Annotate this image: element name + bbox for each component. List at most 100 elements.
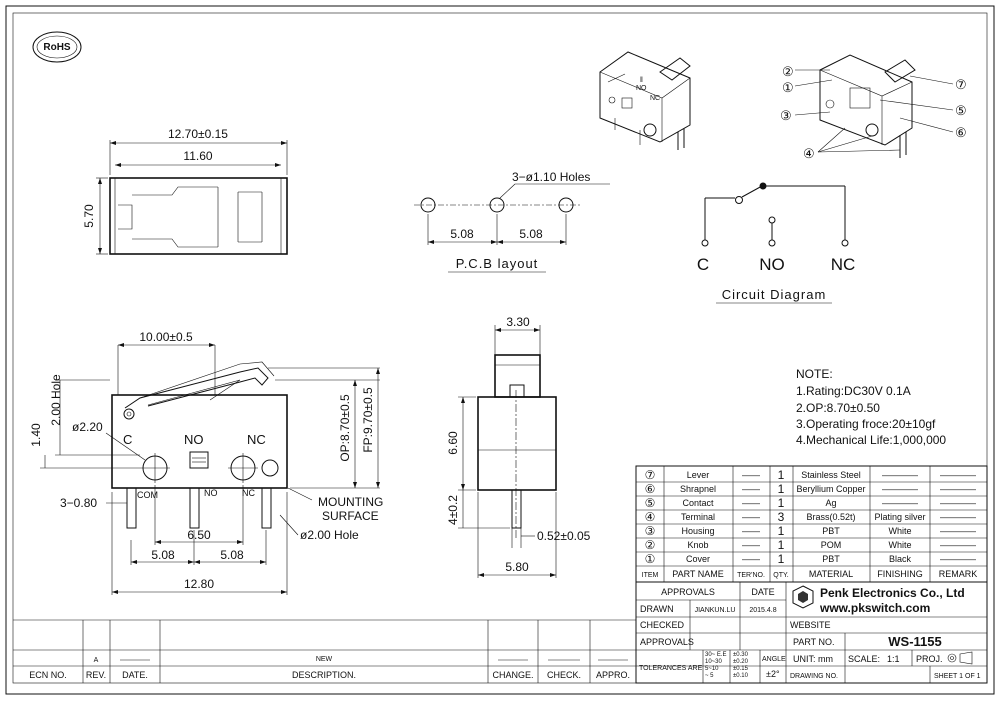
svg-text:————: ———— (882, 470, 918, 480)
side-dim-660: 6.60 (446, 431, 460, 455)
front-dim-220: ø2.20 (72, 420, 103, 434)
notes-block: NOTE: 1.Rating:DC30V 0.1A 2.OP:8.70±0.50… (796, 367, 946, 447)
front-hole-200: ø2.00 Hole (300, 528, 359, 542)
tb-checked-label: CHECKED (640, 620, 685, 630)
note-line-4: 4.Mechanical Life:1,000,000 (796, 433, 946, 447)
svg-text:————: ———— (882, 484, 918, 494)
rev-change-header: CHANGE. (492, 670, 533, 680)
front-label-no: NO (184, 432, 204, 447)
rev-ecn-header: ECN NO. (29, 670, 67, 680)
front-label-c: C (123, 432, 132, 447)
pcb-pitch-left: 5.08 (450, 227, 474, 241)
svg-text:1: 1 (778, 482, 785, 496)
rev-new: NEW (316, 656, 333, 663)
svg-text:1: 1 (778, 552, 785, 566)
svg-text:Knob: Knob (687, 540, 708, 550)
bom-row: ⑥ Shrapnel —— 1 Beryllium Copper ———— ——… (645, 482, 976, 496)
front-dim-508-a: 5.08 (151, 548, 175, 562)
svg-text:Plating silver: Plating silver (874, 512, 925, 522)
tb-tolerances-label: TOLERANCES ARE (639, 665, 703, 672)
mounting-label: MOUNTING (318, 495, 383, 509)
svg-text:————: ———— (940, 540, 976, 550)
tb-drawn-name: JIANKUN.LU (695, 607, 736, 614)
svg-text:————: ———— (940, 554, 976, 564)
svg-text:Beryllium Copper: Beryllium Copper (796, 484, 865, 494)
tb-drawing-no-label: DRAWING NO. (790, 673, 838, 680)
top-view: 12.70±0.15 11.60 5.70 (82, 127, 288, 255)
circuit-diagram: C NO NC Circuit Diagram (697, 182, 856, 304)
svg-text:White: White (888, 526, 911, 536)
rohs-text: RoHS (43, 42, 71, 53)
side-dim-330: 3.30 (506, 315, 530, 329)
svg-text:3: 3 (778, 510, 785, 524)
notes-title: NOTE: (796, 367, 833, 381)
svg-text:Housing: Housing (681, 526, 714, 536)
circuit-caption: Circuit Diagram (722, 287, 827, 302)
callout-5: ⑤ (955, 103, 967, 118)
top-body-outline (109, 177, 288, 255)
side-knob-outline (494, 354, 541, 398)
svg-text:——: —— (742, 540, 760, 550)
sheet-inner-border (12, 12, 988, 684)
tb-angle-value: ±2° (766, 669, 780, 679)
company-logo (792, 585, 814, 609)
svg-text:1: 1 (778, 524, 785, 538)
note-line-1: 1.Rating:DC30V 0.1A (796, 384, 911, 398)
pcb-pitch-right: 5.08 (519, 227, 543, 241)
svg-text:TER'NO.: TER'NO. (737, 572, 765, 579)
svg-text:±0.30: ±0.30 (733, 652, 749, 658)
top-dim-height: 5.70 (82, 204, 96, 228)
sheet-border (5, 5, 995, 695)
svg-text:PART NAME: PART NAME (672, 569, 724, 579)
svg-text:±0.15: ±0.15 (733, 666, 749, 672)
svg-text:1: 1 (778, 538, 785, 552)
svg-text:————: ———— (940, 484, 976, 494)
svg-text:White: White (888, 540, 911, 550)
svg-text:——: —— (742, 512, 760, 522)
pcb-holes-label: 3−ø1.10 Holes (512, 170, 590, 184)
tb-date-header: DATE (751, 587, 774, 597)
iso-view-left: ǁ NC NO (599, 51, 691, 150)
svg-text:1: 1 (778, 496, 785, 510)
lever-outline (124, 367, 269, 409)
callout-1: ① (782, 80, 794, 95)
bom-table: ⑦ Lever —— 1 Stainless Steel ———— ———— ⑥… (635, 465, 988, 583)
bom-row: ① Cover —— 1 PBT Black ———— (645, 552, 976, 566)
circuit-label-nc: NC (831, 255, 856, 274)
tb-proj-label: PROJ. (916, 654, 943, 664)
svg-text:Brass(0.52t): Brass(0.52t) (806, 512, 855, 522)
tb-approvals-header: APPROVALS (661, 587, 715, 597)
svg-text:ITEM: ITEM (642, 572, 659, 579)
svg-text:±0.20: ±0.20 (733, 659, 749, 665)
front-dim-508-b: 5.08 (220, 548, 244, 562)
tb-part-value: WS-1155 (888, 634, 941, 649)
svg-text:⑦: ⑦ (645, 468, 656, 482)
rev-description-header: DESCRIPTION. (292, 670, 356, 680)
svg-text:Terminal: Terminal (681, 512, 715, 522)
svg-text:Contact: Contact (682, 498, 714, 508)
svg-text:④: ④ (645, 510, 656, 524)
svg-text:——: —— (742, 554, 760, 564)
svg-text:————: ———— (940, 512, 976, 522)
svg-text:MATERIAL: MATERIAL (809, 569, 853, 579)
front-label-nc: NC (247, 432, 266, 447)
svg-text:————: ———— (940, 526, 976, 536)
svg-text:NO: NO (636, 85, 647, 92)
svg-text:±0.10: ±0.10 (733, 673, 749, 679)
side-dim-580: 5.80 (505, 560, 529, 574)
svg-text:ǁ: ǁ (640, 77, 643, 84)
bom-row: ⑤ Contact —— 1 Ag ———— ———— (645, 496, 976, 510)
svg-text:30~ E.E: 30~ E.E (705, 652, 727, 658)
pcb-layout: 3−ø1.10 Holes 5.08 5.08 P.C.B layout (414, 170, 610, 273)
svg-text:PBT: PBT (822, 554, 840, 564)
top-dim-inner: 11.60 (183, 149, 212, 163)
callout-2: ② (782, 64, 794, 79)
svg-text:Shrapnel: Shrapnel (680, 484, 716, 494)
front-dim-1280: 12.80 (184, 577, 214, 591)
projection-symbol-icon (947, 651, 973, 665)
tb-drawn-date: 2015.4.8 (749, 607, 776, 614)
svg-text:FINISHING: FINISHING (877, 569, 923, 579)
side-dim-052: 0.52±0.05 (537, 529, 591, 543)
front-label-nc-small: NC (242, 488, 255, 498)
